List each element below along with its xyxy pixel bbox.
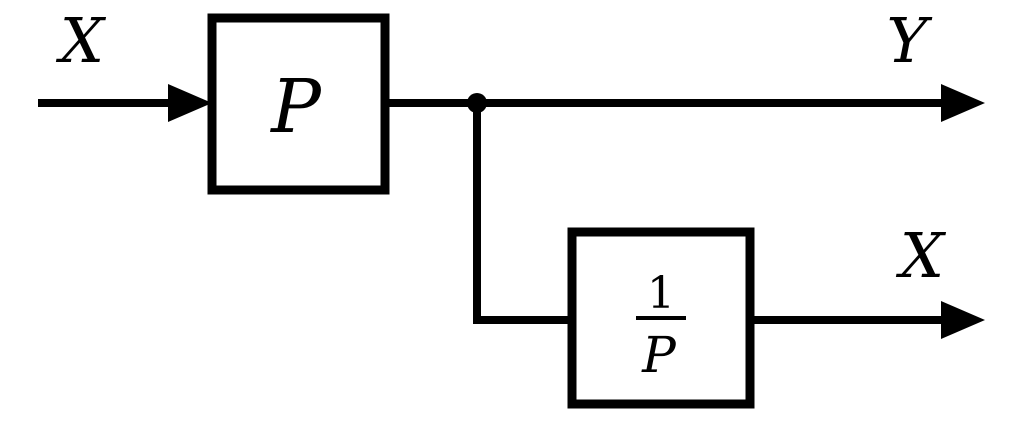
block-p-label: P (269, 64, 322, 150)
output-arrowhead-icon (941, 84, 985, 122)
inverse-output-label: X (896, 219, 947, 292)
block-inverse-p-denominator: P (641, 326, 677, 384)
input-arrowhead-icon (168, 84, 212, 122)
output-label: Y (887, 4, 933, 77)
block-inverse-p-numerator: 1 (647, 268, 675, 319)
inverse-output-arrowhead-icon (941, 301, 985, 339)
input-label: X (56, 4, 107, 77)
